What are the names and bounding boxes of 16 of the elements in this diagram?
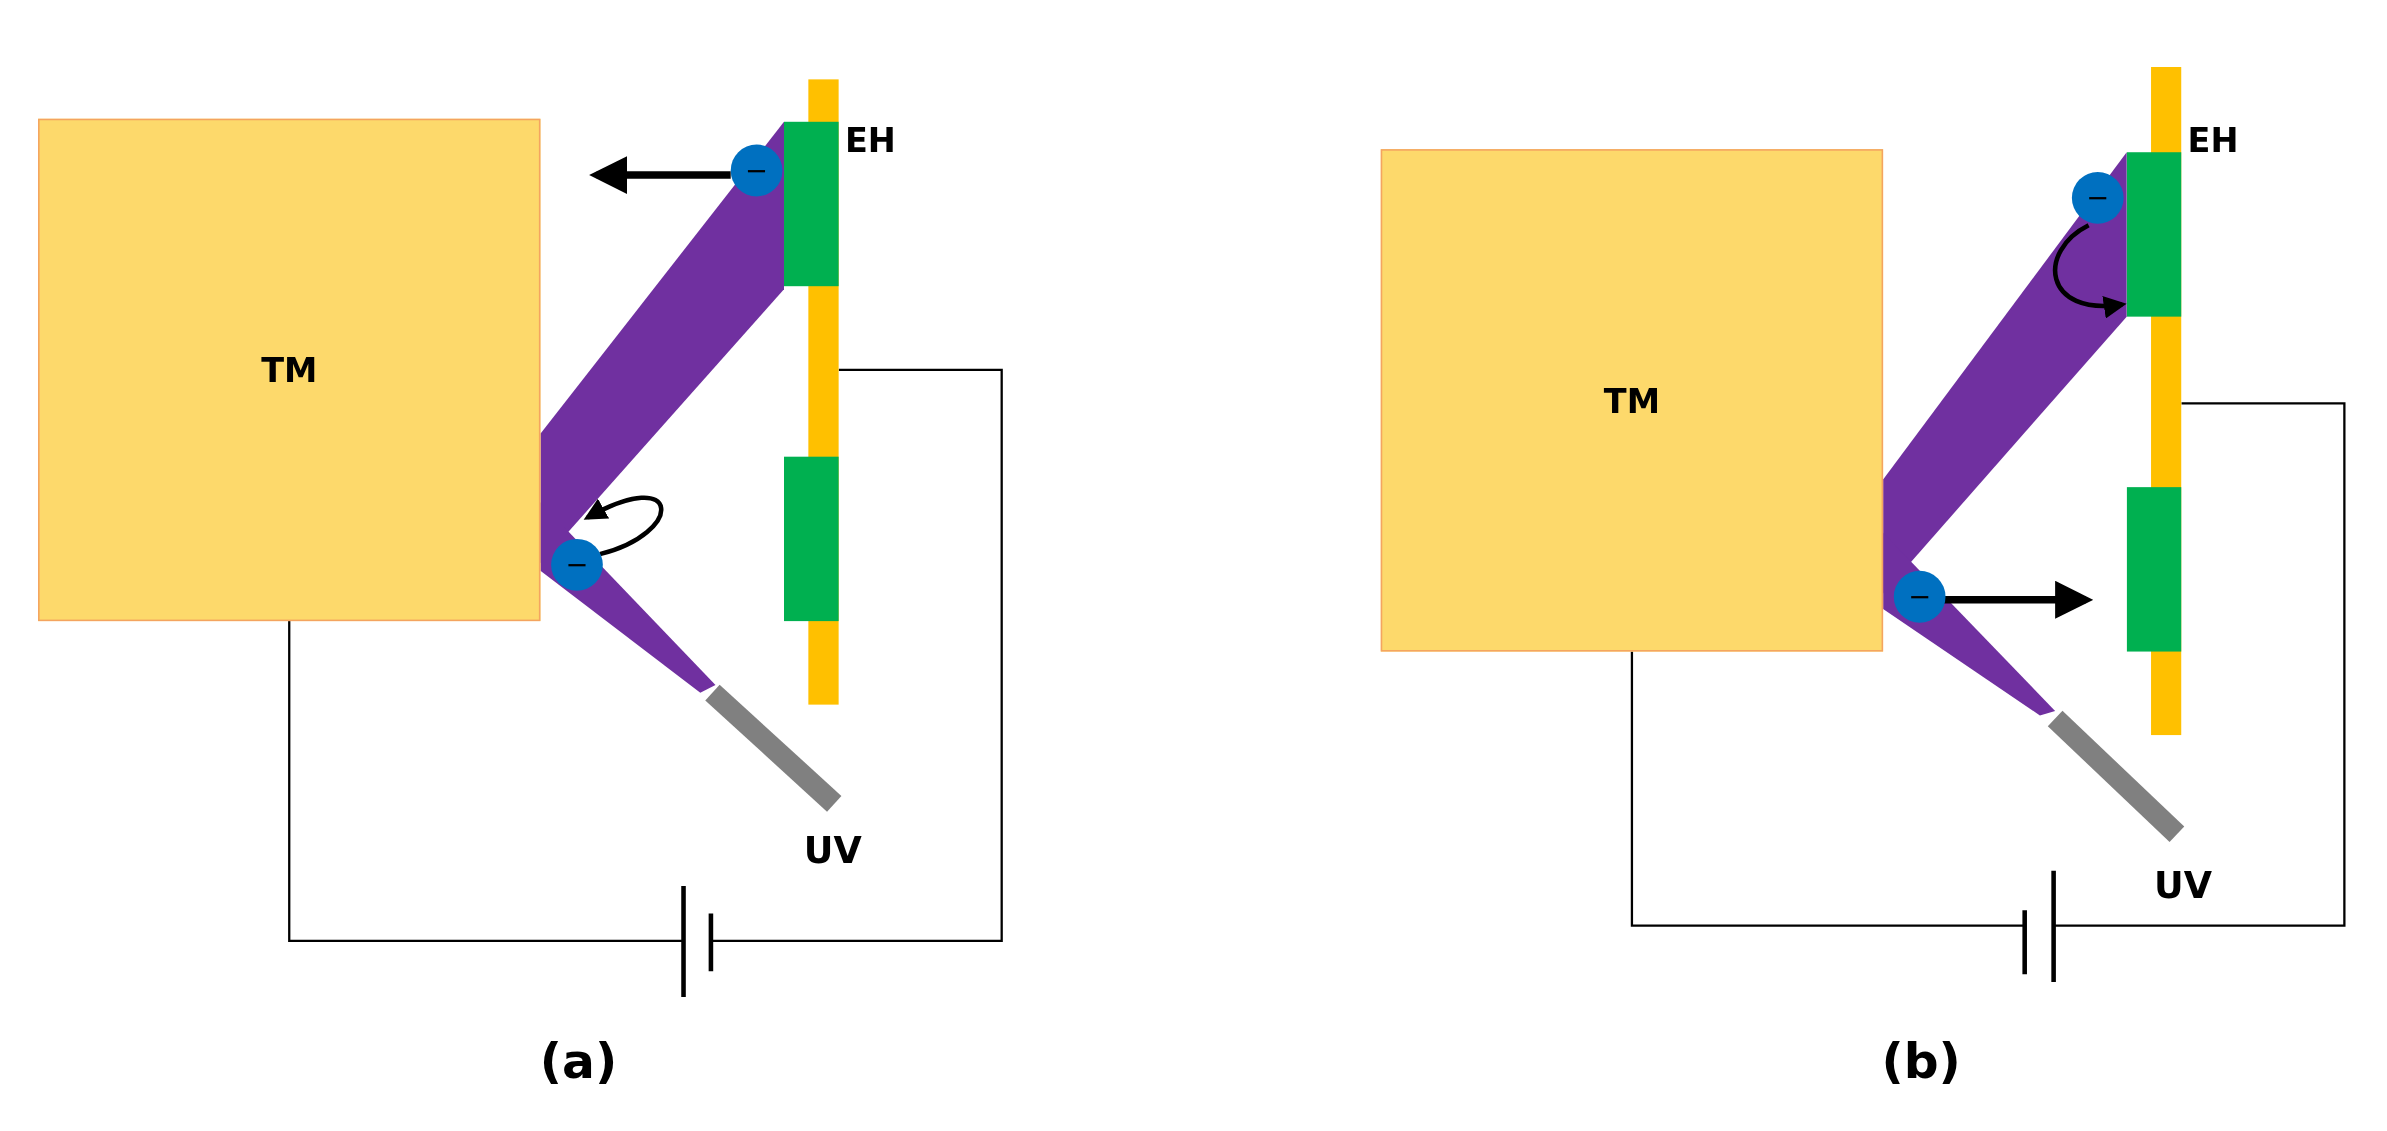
circuit-wire xyxy=(1630,651,2025,927)
strip-label: EH xyxy=(844,121,896,160)
circuit-wire xyxy=(2053,402,2346,927)
circuit-wire xyxy=(288,621,684,942)
circuit-wire xyxy=(710,368,1003,942)
panel-label: (a) xyxy=(538,1032,619,1090)
motion-arrow xyxy=(589,156,731,195)
test-mass-block: TM xyxy=(1380,149,1884,652)
strip-label: EH xyxy=(2187,121,2239,160)
test-mass-block: TM xyxy=(38,118,541,622)
motion-arrow xyxy=(583,495,664,557)
motion-arrow xyxy=(2052,223,2127,318)
electron: − xyxy=(2071,172,2124,224)
lamp-label: UV xyxy=(803,829,862,873)
lamp-label: UV xyxy=(2154,864,2213,908)
panel-label: (b) xyxy=(1880,1032,1962,1090)
